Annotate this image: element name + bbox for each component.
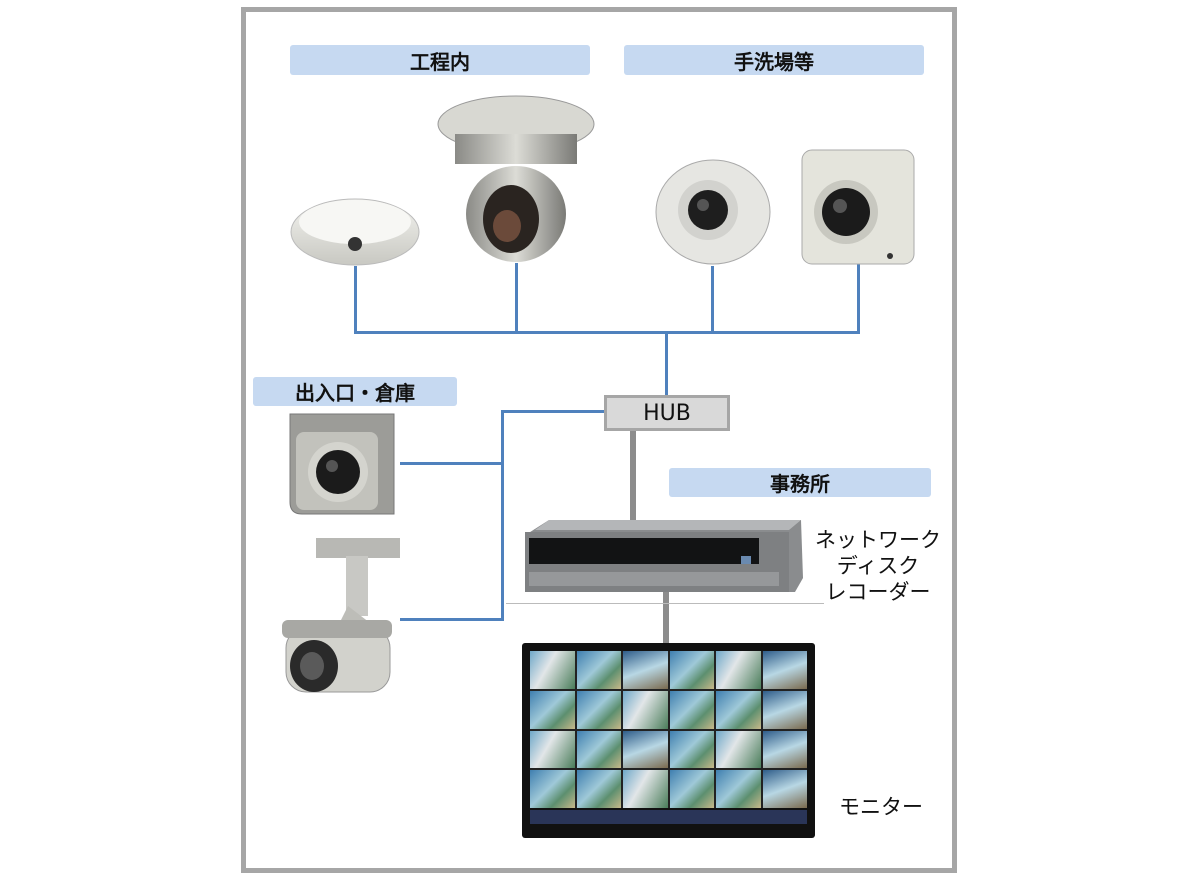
dome-camera-compact-icon: [655, 159, 771, 265]
recorder-caption-line: レコーダー: [825, 580, 931, 604]
diagram-frame: [241, 7, 957, 873]
hub-box: HUB: [604, 395, 730, 431]
network-line: [354, 266, 357, 334]
ptz-camera-icon: [437, 95, 595, 262]
recorder-caption: ネットワーク ディスク レコーダー: [808, 527, 948, 605]
monitor-camera-grid: [530, 651, 807, 808]
network-line: [501, 410, 504, 621]
monitor-status-bar: [530, 810, 807, 824]
recorder-caption-line: ディスク: [836, 554, 920, 578]
zone-label-washroom: 手洗場等: [624, 45, 924, 75]
network-line: [515, 263, 518, 334]
desk-line: [506, 603, 824, 604]
network-line: [711, 266, 714, 334]
zone-label-office: 事務所: [669, 468, 931, 497]
bullet-camera-icon: [282, 538, 400, 693]
box-camera-icon: [801, 149, 915, 265]
dome-camera-ceiling-icon: [290, 198, 420, 266]
network-line: [400, 618, 503, 621]
monitor-caption: モニター: [839, 795, 923, 819]
monitor: [522, 643, 815, 838]
zone-label-entrance: 出入口・倉庫: [253, 377, 457, 406]
network-line: [354, 331, 860, 334]
network-line: [400, 462, 503, 465]
network-line: [665, 331, 668, 396]
recorder-caption-line: ネットワーク: [815, 528, 941, 552]
recorder-monitor-cable: [663, 592, 669, 644]
network-line: [857, 264, 860, 334]
outdoor-housing-camera-icon: [289, 413, 395, 515]
zone-label-process: 工程内: [290, 45, 590, 75]
network-disk-recorder-icon: [525, 520, 803, 592]
hub-recorder-cable: [630, 428, 636, 520]
network-line: [502, 410, 605, 413]
